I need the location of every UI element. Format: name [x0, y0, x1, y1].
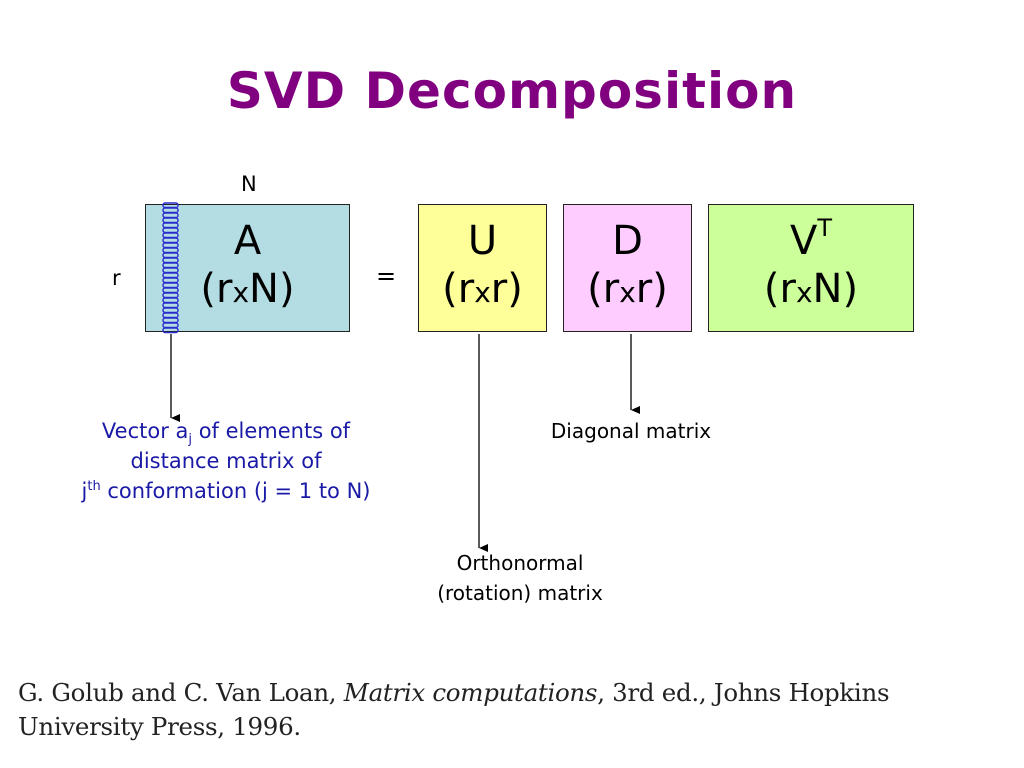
column-count-label: N [241, 172, 257, 196]
matrix-a-box: A (rxN) [145, 204, 350, 332]
matrix-d-dims: (rxr) [587, 266, 668, 312]
vector-caption: Vector aj of elements of distance matrix… [40, 416, 412, 506]
matrix-u-name: U [467, 218, 498, 264]
column-vector-strip [162, 202, 179, 334]
matrix-vt-name: VT [789, 214, 833, 264]
vector-caption-line1: Vector aj of elements of [101, 419, 351, 448]
matrix-d-box: D (rxr) [563, 204, 692, 332]
vector-caption-line2: distance matrix of [130, 449, 322, 473]
matrix-a-dims: (rxN) [200, 266, 295, 312]
vector-caption-line3: jth conformation (j = 1 to N) [81, 479, 371, 503]
matrix-a-name: A [233, 218, 262, 264]
row-count-label: r [112, 266, 121, 290]
orthonormal-caption-line1: Orthonormal [456, 551, 584, 575]
equals-sign: = [376, 262, 397, 290]
orthonormal-caption-line2: (rotation) matrix [437, 581, 603, 605]
slide-title: SVD Decomposition [226, 62, 798, 120]
matrix-vt-box: VT (rxN) [708, 204, 914, 332]
orthonormal-caption: Orthonormal (rotation) matrix [388, 548, 652, 608]
matrix-u-box: U (rxr) [418, 204, 547, 332]
reference-citation: G. Golub and C. Van Loan, Matrix computa… [18, 678, 890, 741]
diagonal-caption: Diagonal matrix [550, 419, 712, 443]
matrix-d-name: D [612, 218, 643, 264]
matrix-u-dims: (rxr) [442, 266, 523, 312]
matrix-vt-dims: (rxN) [763, 266, 859, 312]
